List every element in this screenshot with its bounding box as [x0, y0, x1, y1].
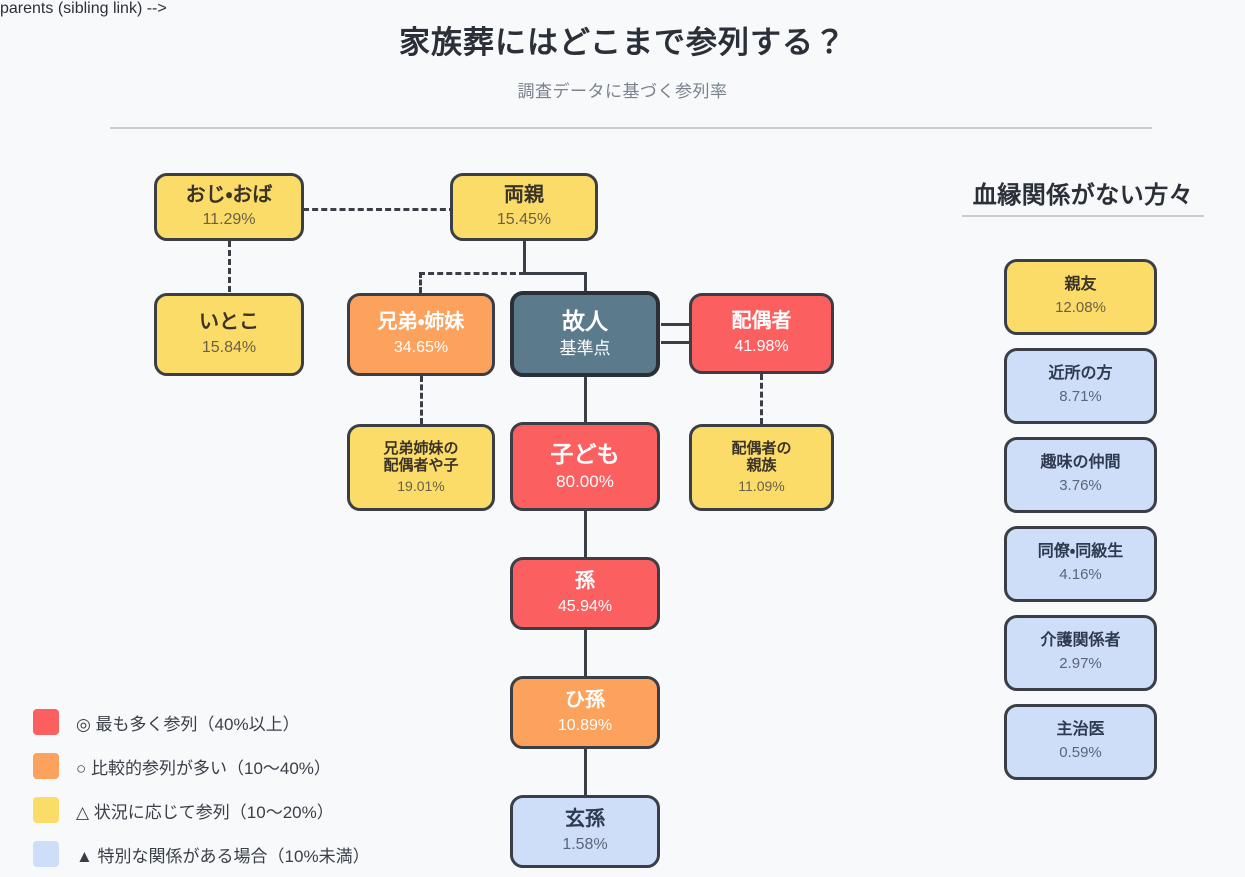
node-label-line2: 配偶者や子	[383, 457, 459, 475]
connector-parents-stem	[523, 241, 526, 273]
node-value: 8.71%	[1059, 388, 1102, 406]
node-label: いとこ	[199, 311, 259, 334]
legend-row: ◎ 最も多く参列（40%以上）	[33, 700, 453, 744]
node-spouse[interactable]: 配偶者 41.98%	[689, 293, 834, 374]
node-value: 3.76%	[1059, 477, 1102, 495]
node-deceased[interactable]: 故人 基準点	[510, 291, 660, 377]
connector-spouse-kin	[760, 374, 763, 424]
panel-item-close-friend[interactable]: 親友 12.08%	[1004, 259, 1157, 335]
legend-swatch-yellow	[33, 797, 59, 823]
node-child[interactable]: 子ども 80.00%	[510, 422, 660, 511]
node-sibling-family[interactable]: 兄弟姉妹の 配偶者や子 19.01%	[347, 424, 495, 511]
connector-child-grandchild	[584, 511, 587, 557]
connector-parents-sibling-bus	[419, 272, 525, 275]
node-label-line1: 配偶者の	[731, 439, 792, 457]
node-value: 15.45%	[496, 211, 552, 229]
node-parents[interactable]: 両親 15.45%	[450, 173, 598, 241]
connector-uncle-cousin	[228, 241, 231, 292]
node-label: 玄孫	[565, 808, 605, 831]
node-label: 同僚・同級生	[1037, 543, 1124, 561]
node-label: 両親	[504, 183, 544, 206]
node-value: 0.59%	[1059, 744, 1102, 762]
connector-marriage-bottom	[661, 341, 690, 344]
connector-great-great2	[584, 749, 587, 795]
node-label: 配偶者	[731, 310, 792, 333]
node-value: 4.16%	[1059, 566, 1102, 584]
node-label: 子ども	[550, 440, 620, 467]
node-value: 80.00%	[556, 471, 614, 491]
node-grandchild[interactable]: 孫 45.94%	[510, 557, 660, 630]
page-title: 家族葬にはどこまで参列する？	[398, 25, 847, 60]
legend-label: ▲ 特別な関係がある場合（10%未満）	[76, 846, 370, 866]
node-label: 兄弟・姉妹	[377, 311, 465, 334]
node-label: 主治医	[1056, 721, 1105, 739]
connector-parents-deceased-bus	[523, 272, 587, 275]
node-label: ひ孫	[565, 689, 605, 712]
connector-deceased-child	[584, 375, 587, 422]
node-label-line2: 親族	[746, 457, 777, 475]
panel-item-colleague-classmate[interactable]: 同僚・同級生 4.16%	[1004, 526, 1157, 602]
node-label-line1: 兄弟姉妹の	[383, 439, 459, 457]
connector-grandchild-great	[584, 630, 587, 676]
connector-uncle-parents	[303, 208, 455, 211]
legend-row: ○ 比較的参列が多い（10〜40%）	[33, 744, 453, 788]
legend-swatch-orange	[33, 753, 59, 779]
node-spouse-kin[interactable]: 配偶者の 親族 11.09%	[689, 424, 834, 511]
node-value: 基準点	[559, 339, 611, 359]
legend-label: △ 状況に応じて参列（10〜20%）	[76, 802, 334, 822]
node-sibling[interactable]: 兄弟・姉妹 34.65%	[347, 293, 495, 376]
connector-sibling-drop	[419, 272, 422, 293]
panel-item-hobby-friend[interactable]: 趣味の仲間 3.76%	[1004, 437, 1157, 513]
node-uncle-aunt[interactable]: おじ・おば 11.29%	[154, 173, 304, 241]
node-label: 介護関係者	[1040, 632, 1121, 650]
panel-item-doctor[interactable]: 主治医 0.59%	[1004, 704, 1157, 780]
node-value: 11.29%	[202, 211, 256, 229]
node-value: 45.94%	[557, 597, 613, 615]
node-label: 孫	[575, 570, 595, 593]
node-value: 1.58%	[562, 835, 608, 853]
legend-label: ○ 比較的参列が多い（10〜40%）	[76, 758, 331, 778]
node-value: 41.98%	[734, 337, 789, 355]
legend-label: ◎ 最も多く参列（40%以上）	[76, 714, 300, 734]
node-value: 19.01%	[397, 477, 445, 494]
node-label: おじ・おば	[185, 183, 273, 206]
connector-marriage-top	[661, 323, 690, 326]
node-label: 故人	[562, 308, 608, 335]
legend-row: △ 状況に応じて参列（10〜20%）	[33, 788, 453, 832]
node-label: 親友	[1064, 276, 1097, 294]
legend-swatch-blue	[33, 841, 59, 867]
node-value: 10.89%	[557, 716, 613, 734]
panel-item-neighbor[interactable]: 近所の方 8.71%	[1004, 348, 1157, 424]
node-value: 15.84%	[201, 338, 257, 356]
node-great2-grandchild[interactable]: 玄孫 1.58%	[510, 795, 660, 868]
header-divider	[110, 127, 1152, 129]
panel-title: 血縁関係がない方々	[972, 182, 1194, 209]
node-cousin[interactable]: いとこ 15.84%	[154, 293, 304, 376]
node-label: 趣味の仲間	[1040, 454, 1121, 472]
connector-deceased-drop	[584, 272, 587, 293]
node-value: 11.09%	[738, 477, 785, 494]
node-great-grandchild[interactable]: ひ孫 10.89%	[510, 676, 660, 749]
node-value: 2.97%	[1059, 655, 1102, 673]
panel-divider	[962, 215, 1204, 217]
panel-item-caregiver[interactable]: 介護関係者 2.97%	[1004, 615, 1157, 691]
node-label: 近所の方	[1048, 365, 1113, 383]
page-subtitle: 調査データに基づく参列率	[517, 82, 728, 101]
connector-sibling-family	[420, 376, 423, 424]
legend: ◎ 最も多く参列（40%以上） ○ 比較的参列が多い（10〜40%） △ 状況に…	[33, 700, 453, 876]
node-value: 12.08%	[1055, 299, 1106, 317]
node-value: 34.65%	[393, 338, 449, 356]
legend-swatch-red	[33, 709, 59, 735]
legend-row: ▲ 特別な関係がある場合（10%未満）	[33, 832, 453, 876]
